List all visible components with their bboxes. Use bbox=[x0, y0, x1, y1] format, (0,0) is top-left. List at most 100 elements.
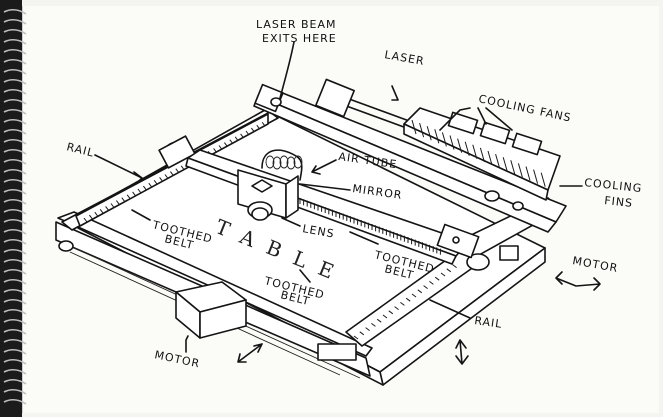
belt-tooth bbox=[440, 272, 446, 277]
label-fins: FINS bbox=[604, 194, 634, 210]
spiral-ring bbox=[3, 9, 27, 15]
spiral-ring bbox=[3, 189, 27, 195]
label-laser: LASER bbox=[383, 48, 425, 68]
spiral-ring bbox=[3, 119, 27, 125]
spiral-ring bbox=[3, 349, 27, 355]
spiral-rings bbox=[3, 9, 27, 405]
label-laser-beam: LASER BEAM bbox=[256, 18, 337, 31]
belt-tooth bbox=[400, 301, 405, 306]
fin bbox=[426, 126, 432, 141]
belt-tooth bbox=[126, 194, 131, 200]
spiral-ring bbox=[3, 289, 27, 295]
belt-tooth bbox=[365, 327, 370, 332]
belt-tooth bbox=[452, 264, 457, 269]
label-exits-here: EXITS HERE bbox=[262, 32, 337, 45]
spiral-ring bbox=[3, 219, 27, 225]
belt-tooth bbox=[234, 136, 239, 142]
belt-tooth bbox=[256, 124, 261, 130]
belt-tooth bbox=[223, 142, 228, 147]
fin bbox=[510, 160, 516, 175]
fin bbox=[487, 150, 493, 166]
label-cooling: COOLING bbox=[584, 176, 643, 195]
spiral-ring bbox=[3, 199, 27, 205]
belt-tooth bbox=[175, 168, 180, 173]
belt-tooth bbox=[359, 331, 365, 336]
back-rail bbox=[253, 78, 567, 233]
spiral-ring bbox=[3, 209, 27, 215]
fin bbox=[525, 166, 531, 181]
spiral-ring bbox=[3, 369, 27, 375]
spiral-binding bbox=[0, 0, 22, 417]
belt-tooth bbox=[218, 145, 223, 150]
fin bbox=[441, 132, 447, 147]
belt-tooth bbox=[382, 314, 388, 319]
spiral-ring bbox=[3, 169, 27, 175]
belt-tooth bbox=[371, 322, 376, 327]
spiral-ring bbox=[3, 19, 27, 25]
spiral-ring bbox=[3, 299, 27, 305]
spiral-ring bbox=[3, 229, 27, 235]
air-tube-coil bbox=[293, 155, 303, 169]
belt-tooth bbox=[411, 293, 417, 298]
belt-tooth bbox=[353, 335, 359, 340]
belt-tooth bbox=[132, 191, 137, 197]
air-tube-coil bbox=[265, 155, 275, 169]
belt-tooth bbox=[99, 209, 104, 214]
motor-right bbox=[499, 245, 519, 261]
fin bbox=[411, 119, 417, 135]
spiral-ring bbox=[3, 399, 27, 405]
belt-tooth bbox=[105, 206, 109, 211]
fin bbox=[419, 122, 425, 138]
left-rail bbox=[61, 111, 279, 231]
fin bbox=[495, 153, 501, 169]
belt-tooth bbox=[261, 122, 266, 127]
belt-tooth bbox=[394, 306, 399, 311]
spiral-ring bbox=[3, 109, 27, 115]
spiral-ring bbox=[3, 279, 27, 285]
spiral-ring bbox=[3, 139, 27, 145]
fin bbox=[457, 138, 463, 153]
belt-tooth bbox=[153, 180, 158, 185]
belt-tooth bbox=[229, 139, 234, 144]
fin bbox=[533, 169, 539, 184]
spiral-ring bbox=[3, 79, 27, 85]
laser-head bbox=[237, 149, 303, 221]
belt-tooth bbox=[240, 133, 245, 139]
label-rail-left: RAIL bbox=[65, 140, 95, 159]
fin bbox=[472, 144, 478, 159]
fin bbox=[540, 172, 546, 187]
label-lens: LENS bbox=[301, 222, 335, 240]
fin bbox=[502, 157, 508, 172]
belt-tooth bbox=[83, 217, 88, 223]
spiral-ring bbox=[3, 319, 27, 325]
belt-tooth bbox=[137, 188, 142, 194]
belt-tooth bbox=[434, 276, 440, 281]
spiral-ring bbox=[3, 269, 27, 275]
fin bbox=[449, 135, 455, 150]
spiral-ring bbox=[3, 259, 27, 265]
label-motor-bottom: MOTOR bbox=[153, 348, 201, 370]
belt-tooth bbox=[159, 177, 164, 182]
belt-tooth bbox=[417, 289, 423, 294]
spiral-ring bbox=[3, 49, 27, 55]
belt-tooth bbox=[148, 182, 153, 188]
spiral-ring bbox=[3, 249, 27, 255]
spiral-ring bbox=[3, 359, 27, 365]
air-tube-coil bbox=[279, 155, 289, 169]
belt-tooth bbox=[429, 280, 434, 285]
spiral-ring bbox=[3, 89, 27, 95]
belt-tooth bbox=[180, 165, 185, 171]
spiral-ring bbox=[3, 69, 27, 75]
belt-tooth bbox=[250, 127, 255, 133]
leader-lines bbox=[94, 41, 601, 365]
belt-tooth bbox=[94, 211, 99, 217]
belt-tooth bbox=[142, 185, 147, 191]
spiral-ring bbox=[3, 149, 27, 155]
belt-tooth bbox=[213, 148, 218, 153]
belt-tooth bbox=[169, 171, 174, 176]
belt-tooth bbox=[89, 214, 93, 220]
fin bbox=[464, 141, 470, 156]
belt-tooth bbox=[245, 130, 250, 136]
